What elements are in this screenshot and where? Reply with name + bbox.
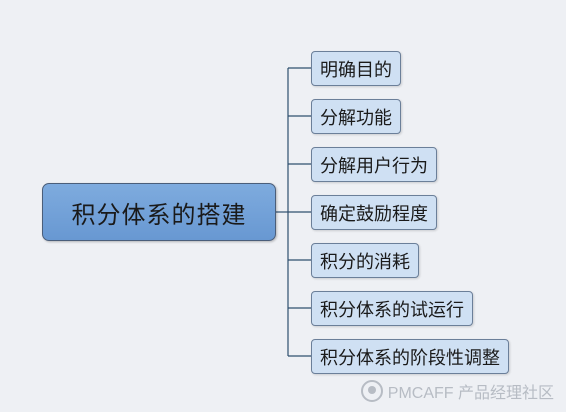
child-node-label: 分解用户行为 [320,155,428,177]
child-node-4[interactable]: 确定鼓励程度 [311,195,437,230]
child-node-7[interactable]: 积分体系的阶段性调整 [311,339,509,374]
child-node-label: 确定鼓励程度 [320,203,428,225]
child-node-5[interactable]: 积分的消耗 [311,243,419,278]
child-node-1[interactable]: 明确目的 [311,51,401,86]
child-node-3[interactable]: 分解用户行为 [311,147,437,182]
child-node-label: 明确目的 [320,59,392,81]
pmcaff-logo-icon [360,380,383,402]
watermark-text: PMCAFF 产品经理社区 [387,385,554,402]
child-node-label: 积分体系的试运行 [320,299,464,321]
child-node-label: 分解功能 [320,107,392,129]
root-node-label: 积分体系的搭建 [71,200,247,229]
watermark: PMCAFF 产品经理社区 [360,379,554,403]
child-node-6[interactable]: 积分体系的试运行 [311,291,473,326]
child-node-2[interactable]: 分解功能 [311,99,401,134]
child-node-label: 积分体系的阶段性调整 [320,347,500,369]
child-node-label: 积分的消耗 [320,251,410,273]
root-node[interactable]: 积分体系的搭建 [42,183,276,241]
